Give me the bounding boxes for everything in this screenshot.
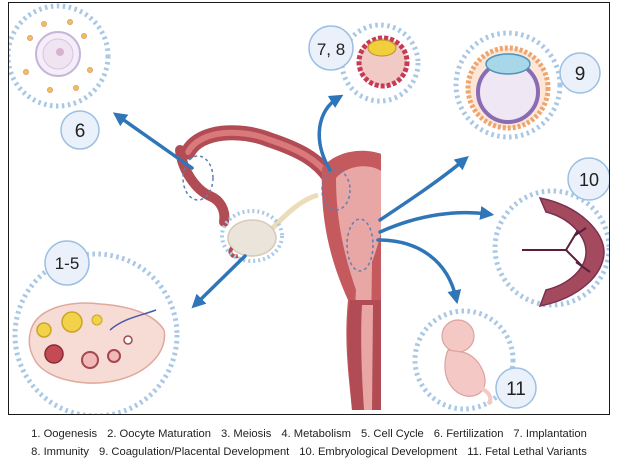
immunity-panel: 9	[456, 33, 600, 137]
legend-item: 2. Oocyte Maturation	[107, 425, 211, 443]
legend-line-1: 1. Oogenesis 2. Oocyte Maturation 3. Mei…	[8, 425, 610, 443]
fetal-badge-label: 11	[506, 379, 526, 400]
fertilization-panel: 6	[8, 6, 108, 149]
implantation-panel: 7, 8	[309, 25, 418, 101]
fertilization-badge-label: 6	[75, 121, 86, 142]
oogenesis-panel: 1-5	[15, 241, 177, 415]
legend-item: 4. Metabolism	[281, 425, 351, 443]
legend-item: 6. Fertilization	[434, 425, 504, 443]
legend-item: 3. Meiosis	[221, 425, 271, 443]
legend: 1. Oogenesis 2. Oocyte Maturation 3. Mei…	[8, 425, 610, 461]
ovary	[228, 220, 276, 256]
placental-badge-label: 10	[579, 170, 599, 190]
immunity-badge-label: 9	[575, 64, 586, 85]
legend-item: 9. Coagulation/Placental Development	[99, 443, 289, 461]
implantation-badge-label: 7, 8	[317, 40, 345, 59]
reproduction-diagram: 6 7, 8 9	[0, 0, 618, 415]
legend-item: 10. Embryological Development	[299, 443, 457, 461]
legend-item: 8. Immunity	[31, 443, 89, 461]
legend-item: 5. Cell Cycle	[361, 425, 424, 443]
arrow-to-oogenesis	[196, 256, 245, 304]
legend-line-2: 8. Immunity 9. Coagulation/Placental Dev…	[8, 443, 610, 461]
oogenesis-badge-label: 1-5	[55, 254, 80, 273]
legend-item: 7. Implantation	[513, 425, 586, 443]
arrow-to-fertilization	[118, 116, 192, 168]
fimbriae	[180, 150, 224, 222]
legend-item: 1. Oogenesis	[31, 425, 97, 443]
legend-item: 11. Fetal Lethal Variants	[467, 443, 587, 461]
